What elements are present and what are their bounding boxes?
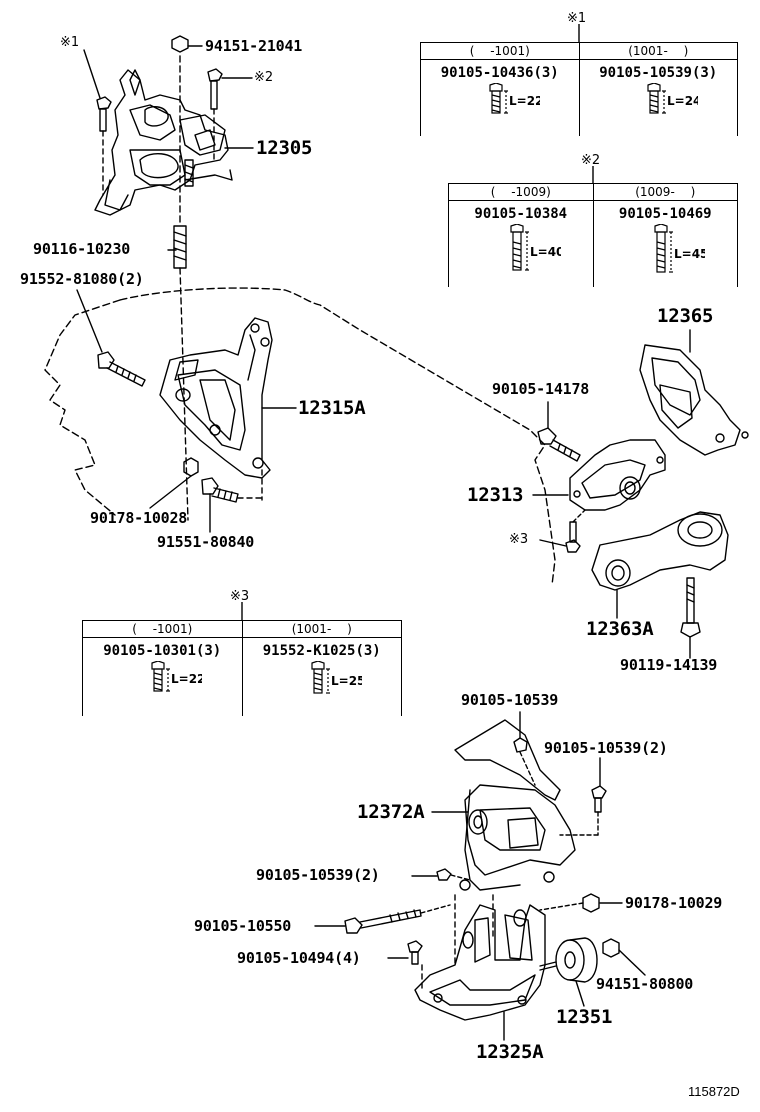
table1-part-before: 90105-10436(3) [440, 65, 559, 81]
table1-mark: ※1 [567, 11, 587, 26]
table3-header-before: ( -1001) [82, 620, 243, 638]
bolt-length-icon: L=25 [311, 661, 362, 694]
bolt-90105-10539 [513, 711, 536, 786]
spec-table-mark3: ( -1001) (1001- ) 90105-10301(3) L=22 91… [82, 620, 402, 716]
bolt-mark3 [565, 509, 586, 553]
table2-mark: ※2 [581, 153, 601, 168]
bolt-90105-10494 [407, 940, 423, 965]
callout-12351: 12351 [556, 1006, 613, 1028]
callout-91552-81080: 91552-81080(2) [20, 270, 144, 288]
bolt-mark2 [207, 68, 223, 161]
table1-length-before: L=22 [509, 94, 540, 108]
spec-table-mark2: ( -1009) (1009- ) 90105-10384 L=40 90105… [448, 183, 738, 287]
callout-90105-10539: 90105-10539 [461, 691, 559, 709]
nut-90178-10028 [183, 457, 199, 477]
callout-12372A: 12372A [357, 801, 425, 823]
callout-90105-10494: 90105-10494(4) [237, 949, 361, 967]
callout-12315A: 12315A [298, 397, 366, 419]
bolt-90105-10550 [344, 904, 451, 934]
callout-90178-10029: 90178-10029 [625, 894, 723, 912]
table3-header-after: (1001- ) [241, 620, 402, 638]
mount-12305 [94, 69, 233, 216]
callout-90116-10230: 90116-10230 [33, 240, 131, 258]
bolt-90119-14139 [680, 577, 701, 638]
callout-90178-10028: 90178-10028 [90, 509, 188, 527]
callout-91551-80840: 91551-80840 [157, 533, 255, 551]
table2-header-after: (1009- ) [592, 183, 738, 201]
callout-12325A: 12325A [476, 1041, 544, 1063]
stud-lower [184, 159, 194, 187]
callout-90105-10539-2-right: 90105-10539(2) [544, 739, 668, 757]
rod-12363A [591, 511, 729, 591]
bolt-length-icon: L=45 [654, 224, 705, 273]
table3-length-before: L=22 [171, 672, 202, 686]
bracket-12315A [159, 317, 273, 479]
callout-mark1: ※1 [60, 35, 80, 50]
callout-90105-10550: 90105-10550 [194, 917, 292, 935]
figure-number: 115872D [688, 1084, 740, 1099]
bolt-length-icon: L=40 [510, 224, 561, 271]
bolt-length-icon: L=22 [489, 83, 540, 114]
bolt-length-icon: L=24 [647, 83, 698, 114]
bolt-length-icon: L=22 [151, 661, 202, 692]
spec-table-mark1: ( -1001) (1001- ) 90105-10436(3) L=22 90… [420, 42, 738, 136]
callout-90105-14178: 90105-14178 [492, 380, 590, 398]
callout-mark3: ※3 [509, 532, 529, 547]
bracket-12313 [569, 439, 666, 511]
callout-12365: 12365 [657, 305, 714, 327]
table3-length-after: L=25 [331, 674, 362, 688]
bolt-mark1 [96, 96, 112, 196]
callout-90119-14139: 90119-14139 [620, 656, 718, 674]
table3-part-before: 90105-10301(3) [103, 643, 222, 659]
bolt-90105-14178 [537, 427, 581, 462]
nut-94151-80800 [602, 938, 620, 958]
table3-part-after: 91552-K1025(3) [262, 643, 381, 659]
engine-outline-left [44, 299, 121, 516]
bolt-91552-81080 [97, 351, 146, 387]
table1-part-after: 90105-10539(3) [599, 65, 718, 81]
callout-12313: 12313 [467, 484, 524, 506]
table2-length-before: L=40 [530, 245, 561, 259]
table2-length-after: L=45 [674, 247, 705, 261]
callout-90105-10539-2-left: 90105-10539(2) [256, 866, 380, 884]
cover-12365 [639, 344, 749, 456]
bolt-90105-10539-2r [559, 757, 607, 836]
bolt-90105-10539-2l [436, 868, 471, 881]
table2-part-before: 90105-10384 [474, 206, 568, 222]
callout-94151-21041: 94151-21041 [205, 37, 303, 55]
callout-12363A: 12363A [586, 618, 654, 640]
stud-90116-10230 [173, 225, 187, 269]
table1-header-after: (1001- ) [578, 42, 738, 60]
bushing-12351 [539, 937, 598, 983]
callout-mark2: ※2 [254, 70, 274, 85]
nut-94151-21041 [171, 35, 189, 53]
table1-header-before: ( -1001) [420, 42, 580, 60]
table1-length-after: L=24 [667, 94, 698, 108]
table2-header-before: ( -1009) [448, 183, 594, 201]
callout-94151-80800: 94151-80800 [596, 975, 694, 993]
table2-part-after: 90105-10469 [618, 206, 712, 222]
nut-90178-10029 [539, 893, 600, 913]
bolt-91551-80840 [201, 477, 239, 503]
bracket-12325A [414, 904, 546, 1021]
table3-mark: ※3 [230, 589, 250, 604]
bracket-12372A [454, 719, 576, 891]
engine-outline [119, 287, 556, 586]
callout-12305: 12305 [256, 137, 313, 159]
